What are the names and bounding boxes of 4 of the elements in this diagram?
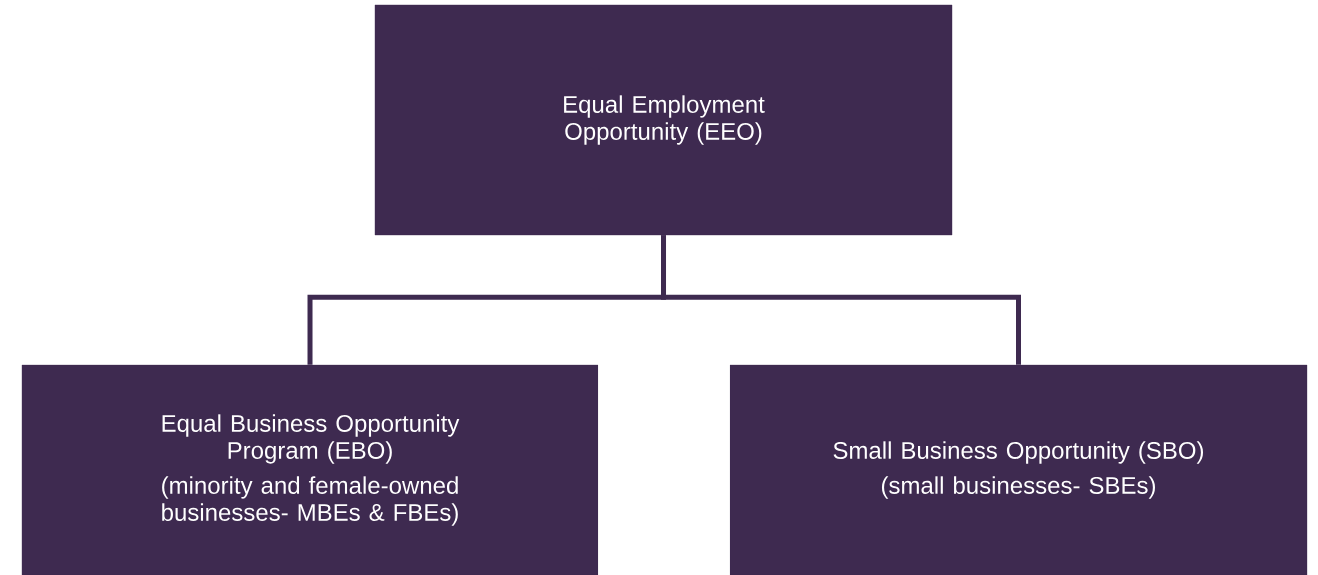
process-box: Equal Employment Opportunity (EEO) — [374, 4, 953, 236]
connector-line — [661, 235, 1021, 365]
process-box: Small Business Opportunity (SBO) (small businesses- SBEs) — [729, 364, 1308, 575]
process-box: Equal Business Opportunity Program (EBO) (minority and female-owned businesses- MBEs & FBEs) — [21, 364, 599, 575]
